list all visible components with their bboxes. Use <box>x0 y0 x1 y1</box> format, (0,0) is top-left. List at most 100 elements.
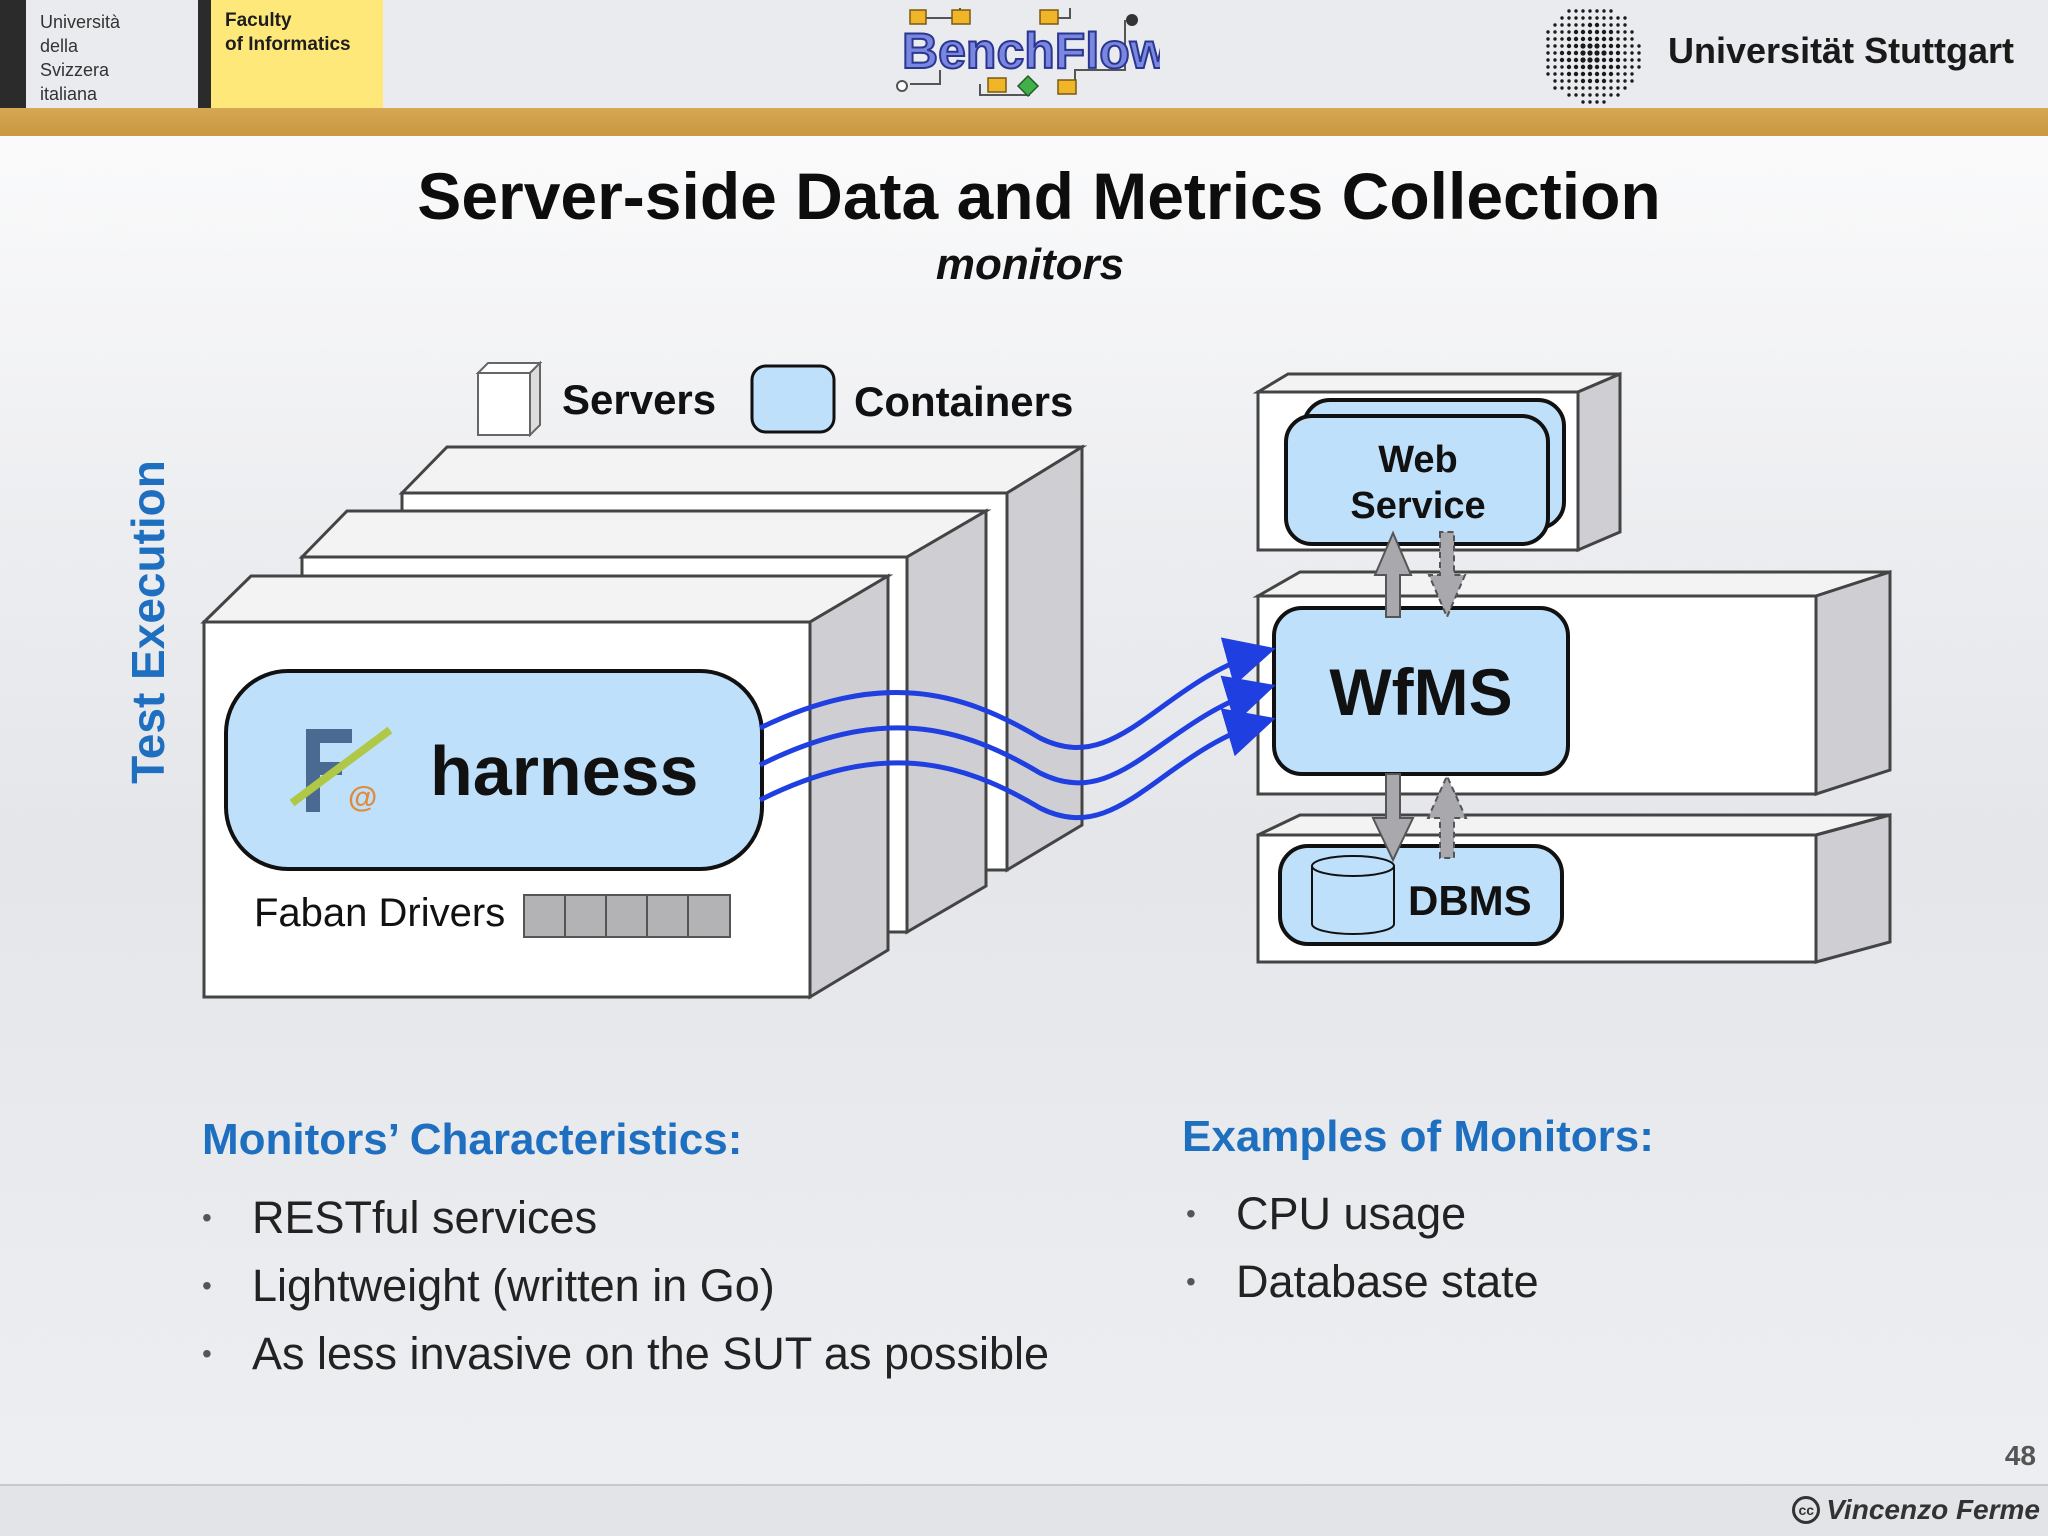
emblem-dot <box>1588 86 1592 90</box>
dashed-down-arrow <box>1427 531 1467 620</box>
emblem-dot <box>1573 71 1579 77</box>
monitors-characteristics-heading: Monitors’ Characteristics: <box>202 1115 743 1164</box>
emblem-dot <box>1553 30 1557 34</box>
emblem-dot <box>1560 23 1564 27</box>
emblem-dot <box>1608 43 1614 49</box>
emblem-dot <box>1594 29 1600 35</box>
emblem-dot <box>1637 44 1641 48</box>
faculty-box: Faculty of Informatics <box>198 0 383 108</box>
emblem-dot <box>1574 16 1578 20</box>
emblem-dot <box>1580 29 1586 35</box>
benchflow-node <box>1057 79 1077 95</box>
emblem-dot <box>1567 16 1571 20</box>
emblem-dot <box>1608 50 1614 56</box>
emblem-dot <box>1602 16 1606 20</box>
emblem-dot <box>1608 64 1614 70</box>
emblem-dot <box>1581 100 1585 104</box>
emblem-dot <box>1566 50 1572 56</box>
emblem-dot <box>1594 50 1600 56</box>
emblem-dot <box>1560 37 1564 41</box>
emblem-dot <box>1581 23 1585 27</box>
emblem-dot <box>1553 23 1557 27</box>
emblem-dot <box>1602 9 1606 13</box>
emblem-dot <box>1553 79 1557 83</box>
emblem-dot <box>1580 57 1586 63</box>
emblem-dot <box>1560 65 1564 69</box>
web-service-container <box>1284 414 1550 546</box>
emblem-dot <box>1602 23 1606 27</box>
emblem-dot <box>1574 79 1578 83</box>
slide-title: Server-side Data and Metrics Collection <box>417 159 1661 233</box>
emblem-dot <box>1623 23 1627 27</box>
footer-divider <box>0 1484 2048 1486</box>
emblem-dot <box>1601 50 1607 56</box>
emblem-dot <box>1573 50 1579 56</box>
legend-server-box-side <box>529 360 541 438</box>
web-service-wfms-arrows <box>1373 530 1467 620</box>
emblem-dot <box>1623 51 1627 55</box>
emblem-dot <box>1623 79 1627 83</box>
emblem-dot <box>1581 9 1585 13</box>
emblem-dot <box>1594 71 1600 77</box>
emblem-dot <box>1553 86 1557 90</box>
emblem-dot <box>1616 23 1620 27</box>
emblem-dot <box>1587 36 1593 42</box>
emblem-dot <box>1623 72 1627 76</box>
legend-server-box <box>477 372 531 436</box>
emblem-dot <box>1573 57 1579 63</box>
emblem-dot <box>1566 57 1572 63</box>
emblem-dot <box>1573 64 1579 70</box>
footer-band <box>0 1486 2048 1536</box>
emblem-dot <box>1595 9 1599 13</box>
emblem-dot <box>1566 71 1572 77</box>
emblem-dot <box>1567 23 1571 27</box>
faculty-line: of Informatics <box>225 34 351 55</box>
usi-black-bar <box>0 0 26 108</box>
emblem-dot <box>1546 65 1550 69</box>
stuttgart-name: Universität Stuttgart <box>1668 30 2015 71</box>
emblem-dot <box>1616 16 1620 20</box>
architecture-diagram: Servers Containers @ harness Faban Drive… <box>200 360 1892 1000</box>
emblem-dot <box>1602 93 1606 97</box>
emblem-dot <box>1594 43 1600 49</box>
solid-up-arrow <box>1373 530 1413 618</box>
emblem-dot <box>1616 30 1620 34</box>
emblem-dot <box>1560 30 1564 34</box>
emblem-dot <box>1587 22 1593 28</box>
emblem-dot <box>1602 100 1606 104</box>
emblem-dot <box>1553 58 1557 62</box>
emblem-dot <box>1573 36 1579 42</box>
emblem-dot <box>1594 64 1600 70</box>
emblem-dot <box>1623 86 1627 90</box>
emblem-dot <box>1566 43 1572 49</box>
emblem-dot <box>1601 78 1607 84</box>
emblem-dot <box>1594 78 1600 84</box>
emblem-dot <box>1567 86 1571 90</box>
emblem-dot <box>1608 57 1614 63</box>
header: Università della Svizzera italiana Facul… <box>0 0 2048 108</box>
author-name: Vincenzo Ferme <box>1826 1494 2040 1525</box>
legend-containers-label: Containers <box>854 378 1073 425</box>
emblem-dot <box>1588 16 1592 20</box>
emblem-dot <box>1609 9 1613 13</box>
emblem-dot <box>1553 37 1557 41</box>
emblem-dot <box>1637 65 1641 69</box>
emblem-dot <box>1546 51 1550 55</box>
emblem-dot <box>1560 86 1564 90</box>
emblem-dot <box>1587 71 1593 77</box>
faban-drivers-label: Faban Drivers <box>254 891 505 935</box>
list-item: Database state <box>1186 1248 1539 1316</box>
emblem-dot <box>1615 50 1621 56</box>
emblem-dot <box>1581 93 1585 97</box>
emblem-dot <box>1630 44 1634 48</box>
emblem-dot <box>1601 64 1607 70</box>
emblem-dot <box>1546 37 1550 41</box>
emblem-dot <box>1594 22 1600 28</box>
emblem-dot <box>1573 43 1579 49</box>
connection-curve <box>758 708 1276 821</box>
emblem-dot <box>1595 16 1599 20</box>
benchflow-logo: BenchFlow <box>896 8 1160 98</box>
usi-name-line: della <box>40 36 79 56</box>
emblem-dot <box>1580 50 1586 56</box>
emblem-dot <box>1567 9 1571 13</box>
